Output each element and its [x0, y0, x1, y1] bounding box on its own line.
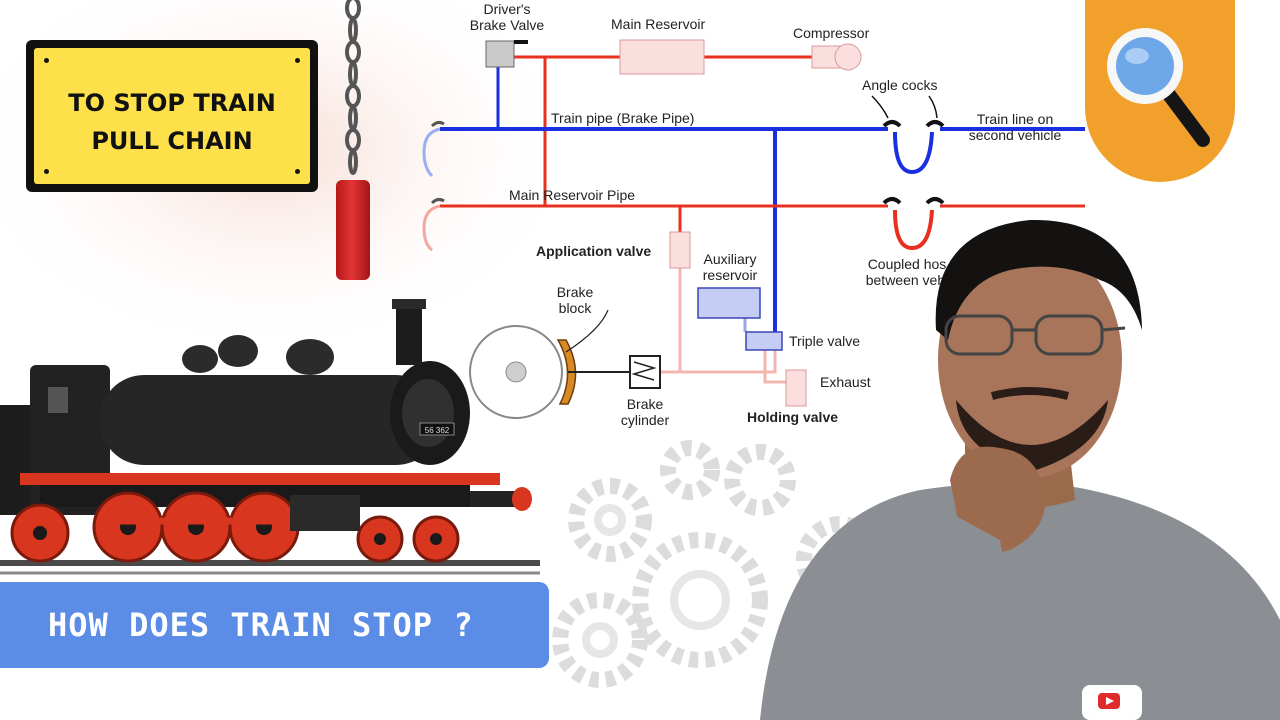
main-reservoir-tank [619, 39, 705, 75]
compressor-label: Compressor [793, 25, 870, 41]
coupled-hoses-label: Coupled hos between vehi [852, 256, 962, 288]
title-banner: HOW DOES TRAIN STOP ? [0, 582, 549, 668]
coupled-hoses-label-line2: between vehi [865, 272, 949, 288]
sign-line1: TO STOP TRAIN [68, 89, 276, 117]
drivers-brake-valve-label-line2: Brake Valve [469, 17, 545, 33]
auxiliary-reservoir-label-line1: Auxiliary [703, 251, 757, 267]
exhaust-label: Exhaust [820, 374, 871, 390]
brake-block-label-line1: Brake [556, 284, 594, 300]
auxiliary-reservoir-label: Auxiliary reservoir [690, 251, 770, 283]
sign-line2: PULL CHAIN [91, 127, 253, 155]
main-reservoir-feed-pipe [512, 55, 812, 206]
angle-cocks-arrows [871, 95, 938, 119]
coupled-brake-hose [893, 131, 934, 175]
holding-valve [785, 369, 807, 407]
coupled-reservoir-hose [893, 209, 934, 251]
drivers-brake-valve [485, 40, 515, 68]
drivers-brake-valve-label-line1: Driver's [483, 1, 531, 17]
search-badge [1085, 0, 1235, 182]
coupled-hoses-label-line1: Coupled hos [867, 256, 947, 272]
presenter-photo [760, 219, 1280, 720]
train-line-label-line2: second vehicle [968, 127, 1062, 143]
train-pipe-label: Train pipe (Brake Pipe) [551, 110, 695, 126]
angle-cocks [882, 120, 945, 205]
brake-cylinder-label-line1: Brake [626, 396, 664, 412]
chain-icon [345, 0, 361, 175]
holding-valve-label: Holding valve [747, 409, 839, 425]
drivers-brake-valve-label: Driver's Brake Valve [452, 1, 562, 33]
steam-locomotive-image: 56 362 [0, 299, 540, 575]
brake-cylinder-label-line2: cylinder [620, 412, 670, 428]
triple-valve-label: Triple valve [789, 333, 861, 349]
application-valve [669, 231, 691, 269]
auxiliary-reservoir-label-line2: reservoir [702, 267, 758, 283]
youtube-logo-icon [1082, 685, 1142, 720]
brake-block [556, 339, 577, 405]
auxiliary-reservoir-tank [697, 287, 761, 319]
main-reservoir-pipe-faded-end [422, 204, 441, 252]
locomotive-number-text: 56 362 [425, 426, 450, 435]
pull-chain-sign: TO STOP TRAIN PULL CHAIN [26, 40, 318, 192]
magnifier-icon [1107, 28, 1210, 147]
wheel-axle [505, 361, 527, 383]
main-reservoir-label: Main Reservoir [611, 16, 706, 32]
banner-title: HOW DOES TRAIN STOP ? [48, 606, 474, 644]
train-pipe-faded-end [422, 127, 441, 178]
application-valve-label: Application valve [536, 243, 652, 259]
triple-to-exhaust-pipe [656, 350, 790, 384]
angle-cocks-label: Angle cocks [862, 77, 938, 93]
locomotive-number-plate [419, 422, 455, 436]
train-line-label-line1: Train line on [976, 111, 1054, 127]
brake-cylinder-label: Brake cylinder [605, 396, 685, 428]
brake-block-label-line2: block [558, 300, 592, 316]
train-line-label: Train line on second vehicle [960, 111, 1070, 143]
main-reservoir-pipe-label: Main Reservoir Pipe [509, 187, 636, 203]
brake-cylinder [629, 355, 661, 389]
brake-block-label: Brake block [545, 284, 605, 316]
triple-valve [745, 331, 783, 351]
compressor-drum [834, 43, 862, 71]
chain-weight [336, 180, 370, 280]
